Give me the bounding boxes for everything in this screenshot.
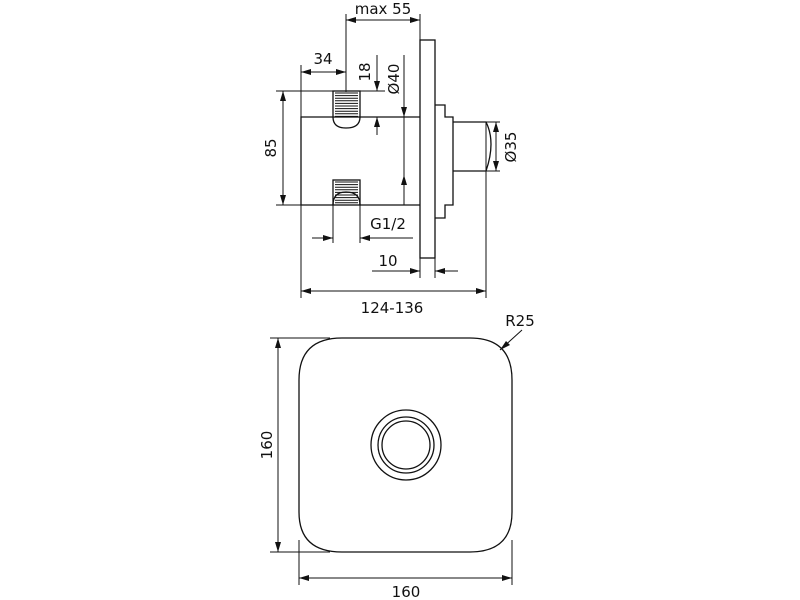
dim-thread-spec-label: G1/2 bbox=[370, 215, 406, 233]
dim-outlet-spacing: 85 bbox=[262, 90, 333, 206]
dim-outlet-spacing-label: 85 bbox=[262, 138, 280, 157]
dim-width-label: 160 bbox=[392, 583, 421, 600]
handle-knob bbox=[453, 121, 492, 172]
dim-total-length-label: 124-136 bbox=[361, 299, 424, 317]
valve-body-outline bbox=[300, 116, 333, 206]
dim-thread-length-label: 18 bbox=[356, 62, 374, 81]
dim-max-depth-label: max 55 bbox=[355, 0, 412, 18]
dim-height-label: 160 bbox=[258, 431, 276, 460]
dim-max-depth: max 55 bbox=[345, 0, 421, 92]
lower-threaded-outlet bbox=[332, 179, 361, 206]
dim-corner-radius-label: R25 bbox=[505, 312, 535, 330]
dim-total-length: 124-136 bbox=[300, 171, 487, 317]
dim-corner-radius: R25 bbox=[499, 312, 535, 351]
dim-outlet-offset: 34 bbox=[300, 50, 346, 117]
front-view: R25 160 160 bbox=[258, 312, 535, 600]
dim-width: 160 bbox=[298, 540, 513, 600]
handle-inner-ring bbox=[381, 420, 431, 470]
cover-plate bbox=[298, 337, 513, 553]
dim-outlet-offset-label: 34 bbox=[313, 50, 332, 68]
dim-height: 160 bbox=[258, 337, 330, 553]
dim-thread-length: 18 bbox=[356, 55, 385, 135]
upper-outlet-neck bbox=[332, 116, 361, 129]
flange-ring bbox=[435, 104, 454, 219]
wall-plate bbox=[419, 39, 436, 259]
dim-handle-diameter-label: Ø35 bbox=[502, 132, 520, 163]
handle-outer-ring bbox=[370, 409, 442, 481]
dim-body-diameter: Ø40 bbox=[385, 55, 407, 205]
dim-handle-diameter: Ø35 bbox=[486, 121, 520, 172]
upper-threaded-outlet bbox=[332, 90, 361, 118]
handle-middle-ring bbox=[377, 416, 435, 474]
dim-plate-thickness: 10 bbox=[372, 252, 458, 278]
dim-plate-thickness-label: 10 bbox=[378, 252, 397, 270]
side-view: max 55 34 18 Ø40 bbox=[262, 0, 520, 317]
dim-thread-spec: G1/2 bbox=[312, 205, 413, 243]
dim-body-diameter-label: Ø40 bbox=[385, 64, 403, 95]
